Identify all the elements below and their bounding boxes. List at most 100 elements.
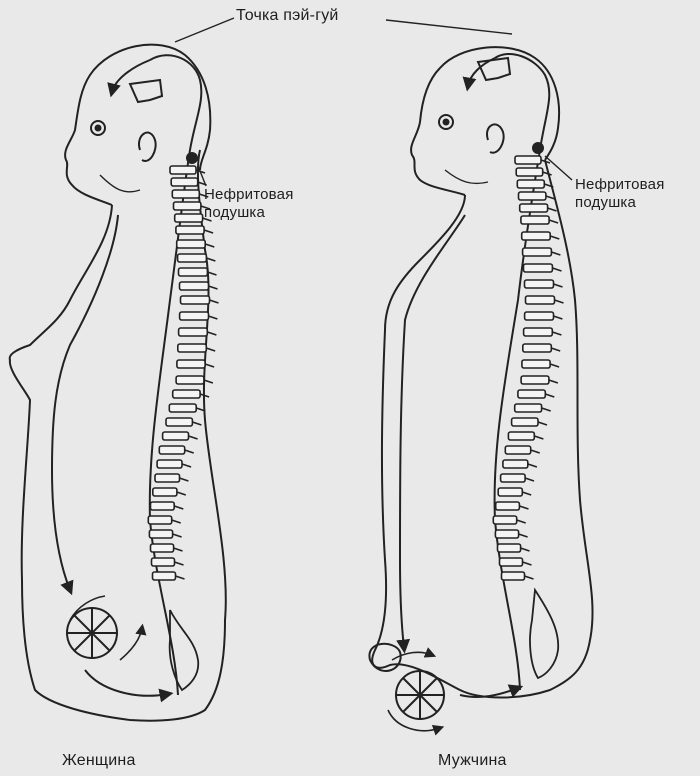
woman-vertebra: [179, 268, 208, 276]
man-pillow-label-line1: Нефритовая: [575, 176, 700, 194]
woman-spinous-process: [179, 478, 188, 481]
man-caption: Мужчина: [438, 752, 507, 770]
leader-line-woman: [175, 18, 234, 42]
woman-vertebra: [180, 312, 209, 320]
woman-caption: Женщина: [62, 752, 136, 770]
woman-vertebra: [172, 190, 199, 198]
man-spinous-process: [531, 450, 540, 453]
man-vertebra: [515, 156, 541, 164]
man-vertebra: [515, 404, 542, 412]
man-spinous-process: [554, 284, 563, 287]
man-spinous-process: [550, 364, 559, 367]
man-vertebra: [495, 530, 518, 538]
man-spinous-process: [545, 394, 554, 397]
man-sacrum: [530, 590, 558, 678]
woman-spinous-process: [177, 492, 186, 495]
man-pillow-label: Нефритовая подушка: [575, 176, 700, 212]
woman-vertebra: [180, 282, 209, 290]
woman-vertebra: [155, 474, 180, 482]
man-vertebra: [521, 216, 549, 224]
woman-vertebra: [148, 516, 171, 524]
man-vertebra: [501, 474, 525, 482]
man-vertebra: [521, 376, 549, 384]
man-spinous-process: [519, 534, 528, 537]
man-spinous-process: [552, 332, 561, 335]
woman-vertebra: [152, 558, 175, 566]
man-vertebra: [518, 390, 545, 398]
man-spinous-process: [550, 236, 559, 239]
woman-front-channel: [52, 215, 118, 590]
man-vertebra: [517, 180, 544, 188]
man-pillow-label-line2: подушка: [575, 194, 700, 212]
man-spinous-process: [543, 172, 552, 175]
woman-spinous-process: [205, 364, 214, 367]
man-spinous-process: [551, 348, 560, 351]
woman-pillow-label: Нефритовая подушка: [204, 186, 344, 222]
man-jade-pillow-point: [533, 143, 543, 153]
man-vertebra: [496, 502, 520, 510]
man-figure: [369, 47, 592, 731]
woman-vertebra: [177, 360, 205, 368]
woman-pillow-label-line1: Нефритовая: [204, 186, 344, 204]
woman-vertebra: [177, 240, 206, 248]
man-spinous-process: [553, 316, 562, 319]
woman-spine: [148, 166, 218, 580]
woman-back-channel: [150, 55, 202, 695]
man-ear: [487, 124, 504, 152]
woman-vertebra: [151, 502, 175, 510]
woman-spinous-process: [182, 464, 191, 467]
woman-spinous-process: [209, 286, 218, 289]
man-vertebra: [524, 264, 553, 272]
woman-vertebra: [159, 446, 184, 454]
woman-vertebra: [179, 328, 208, 336]
woman-spinous-process: [206, 348, 215, 351]
woman-spinous-process: [174, 506, 183, 509]
woman-vertebra: [176, 376, 204, 384]
man-vertebra: [522, 360, 550, 368]
man-vertebra: [505, 446, 530, 454]
woman-spinous-process: [176, 576, 185, 579]
man-vertebra: [522, 232, 551, 240]
woman-wheel-arrow-right: [120, 628, 142, 660]
woman-vertebra: [169, 404, 196, 412]
man-front-channel: [400, 215, 465, 648]
man-spinous-process: [522, 492, 531, 495]
woman-vertebra: [166, 418, 192, 426]
man-brain-glyph: [478, 58, 510, 80]
woman-pillow-label-line2: подушка: [204, 204, 344, 222]
top-point-leaders: [175, 18, 512, 42]
man-vertebra: [498, 544, 521, 552]
man-spinous-process: [548, 208, 557, 211]
man-spinous-process: [549, 380, 558, 383]
man-spinous-process: [525, 478, 534, 481]
man-spinous-process: [528, 464, 537, 467]
man-spinous-process: [534, 436, 543, 439]
woman-vertebra: [153, 488, 177, 496]
woman-vertebra: [173, 390, 200, 398]
man-vertebra: [502, 572, 525, 580]
woman-spinous-process: [173, 534, 182, 537]
woman-pupil: [96, 126, 101, 131]
man-spinous-process: [553, 268, 562, 271]
woman-vertebra: [171, 178, 198, 186]
woman-spinous-process: [172, 520, 181, 523]
man-vertebra: [498, 488, 522, 496]
woman-spinous-process: [206, 258, 215, 261]
woman-vertebra: [181, 296, 210, 304]
woman-spinous-process: [175, 562, 184, 565]
woman-spinous-process: [185, 450, 194, 453]
woman-vertebra: [163, 432, 189, 440]
man-spine: [493, 156, 563, 580]
man-spinous-process: [538, 422, 547, 425]
man-vertebra: [508, 432, 534, 440]
man-wheel-arrow-bottom: [388, 710, 440, 731]
man-vertebra: [524, 328, 553, 336]
man-spinous-process: [555, 300, 564, 303]
man-spinous-process: [542, 408, 551, 411]
woman-brain-glyph: [130, 80, 162, 102]
man-spinous-process: [551, 252, 560, 255]
man-spinous-process: [525, 576, 534, 579]
woman-spinous-process: [207, 332, 216, 335]
man-spinous-process: [523, 562, 532, 565]
